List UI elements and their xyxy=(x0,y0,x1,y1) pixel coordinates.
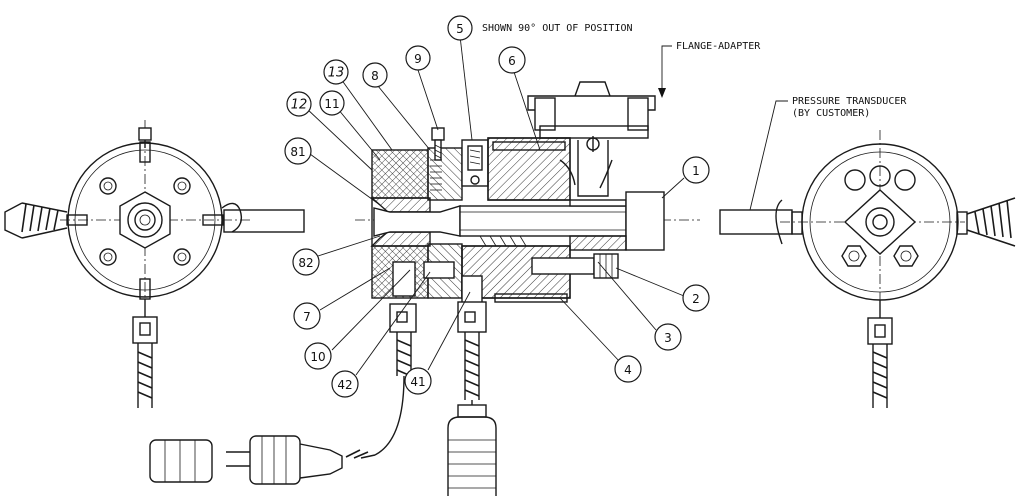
leader-flange-adapter xyxy=(661,45,672,96)
balloon-6: 6 xyxy=(498,46,526,74)
svg-text:8: 8 xyxy=(371,69,379,83)
svg-text:9: 9 xyxy=(414,52,422,66)
balloon-5: 5 xyxy=(447,15,473,41)
lower-connectors xyxy=(149,375,497,496)
balloon-1: 1 xyxy=(682,156,710,184)
note-flange-adapter: FLANGE-ADAPTER xyxy=(676,41,761,52)
svg-text:10: 10 xyxy=(310,350,325,364)
svg-text:13: 13 xyxy=(328,66,345,81)
balloon-3: 3 xyxy=(654,323,682,351)
right-end-view xyxy=(719,130,1016,408)
note-pressure-transducer-1: PRESSURE TRANSDUCER xyxy=(792,96,907,107)
balloon-10: 10 xyxy=(304,342,332,370)
balloon-7: 7 xyxy=(293,302,321,330)
svg-text:3: 3 xyxy=(664,331,672,345)
svg-text:41: 41 xyxy=(410,375,425,389)
balloon-13: 13 xyxy=(323,59,349,85)
svg-text:81: 81 xyxy=(290,145,305,159)
balloon-2: 2 xyxy=(682,284,710,312)
leader-pressure-transducer xyxy=(749,100,788,211)
svg-text:1: 1 xyxy=(692,164,700,178)
balloon-82: 82 xyxy=(292,248,320,276)
balloon-11: 11 xyxy=(319,90,345,116)
svg-text:12: 12 xyxy=(291,98,308,113)
svg-text:5: 5 xyxy=(456,22,464,36)
balloon-4: 4 xyxy=(614,355,642,383)
balloon-12: 12 xyxy=(286,91,312,117)
svg-text:4: 4 xyxy=(624,363,632,377)
note-out-of-position: SHOWN 90° OUT OF POSITION xyxy=(482,23,633,34)
svg-text:7: 7 xyxy=(303,310,311,324)
balloon-8: 8 xyxy=(362,62,388,88)
svg-text:11: 11 xyxy=(324,97,339,111)
balloon-81: 81 xyxy=(284,137,312,165)
balloon-9: 9 xyxy=(405,45,431,71)
svg-text:82: 82 xyxy=(298,256,313,270)
leader-lines xyxy=(305,35,685,376)
svg-text:42: 42 xyxy=(337,378,352,392)
section-view xyxy=(355,81,700,400)
svg-text:6: 6 xyxy=(508,54,516,68)
note-pressure-transducer-2: (BY CUSTOMER) xyxy=(792,108,870,119)
arrowhead-flange-adapter xyxy=(658,88,666,98)
svg-text:2: 2 xyxy=(692,292,700,306)
balloon-42: 42 xyxy=(331,370,359,398)
left-end-view xyxy=(4,120,305,408)
balloon-41: 41 xyxy=(404,367,432,395)
